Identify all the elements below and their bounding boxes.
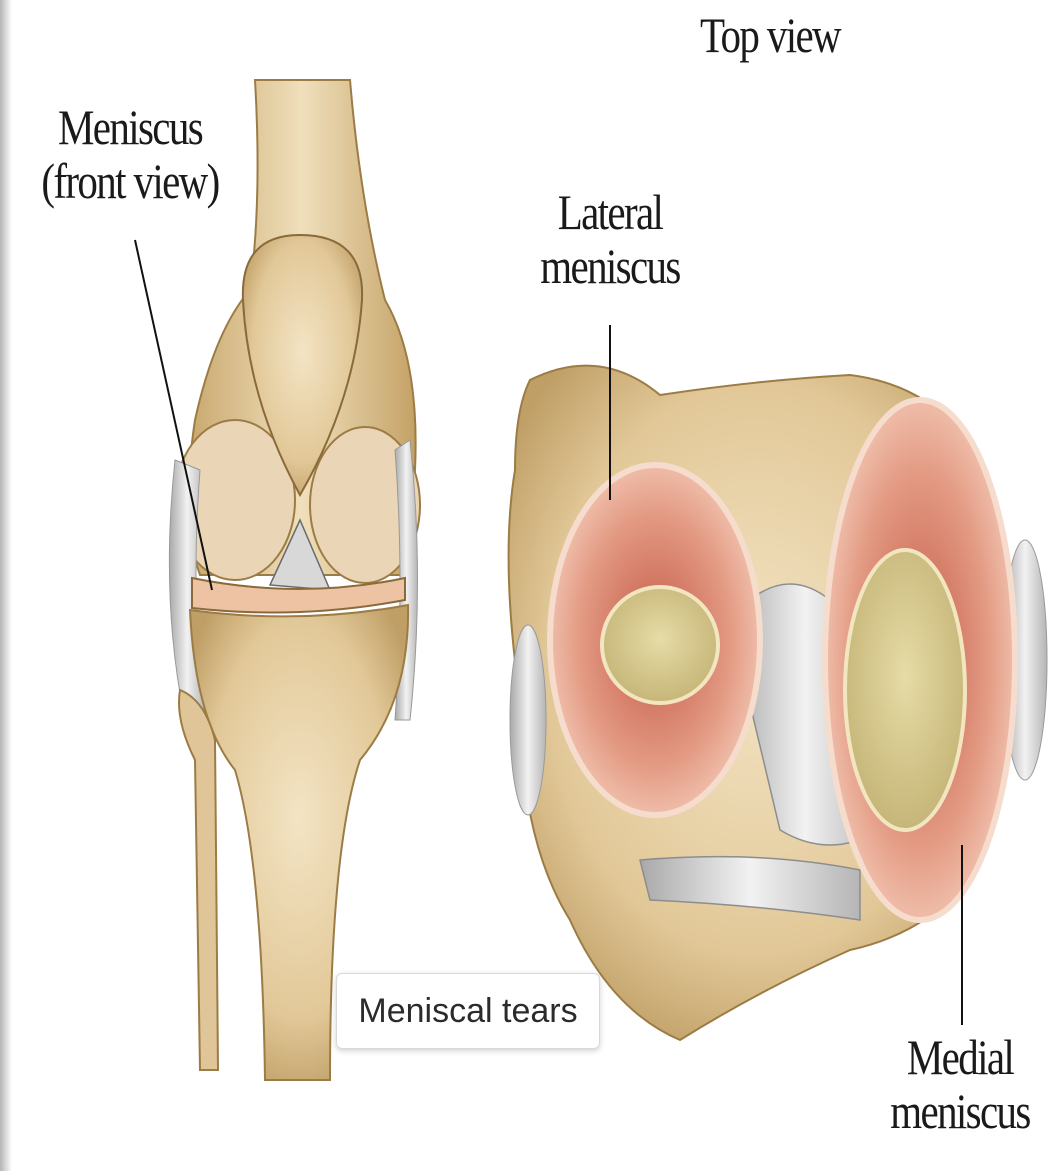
top-view-plateau (509, 366, 1047, 1040)
medial-meniscus-label: Medial meniscus (878, 1030, 1042, 1138)
top-view-label: Top view (672, 8, 869, 62)
meniscus-front-view-label: Meniscus (front view) (32, 100, 229, 208)
lateral-line2: meniscus (520, 239, 700, 293)
meniscus-front-line2: (front view) (32, 154, 229, 208)
medial-line2: meniscus (878, 1084, 1042, 1138)
front-view-knee (169, 80, 420, 1080)
lateral-collateral-top (510, 625, 546, 815)
lateral-meniscus (550, 465, 760, 815)
fibula (179, 690, 218, 1070)
lateral-articular-cartilage (602, 587, 718, 703)
medial-articular-cartilage (845, 550, 965, 830)
tooltip-text: Meniscal tears (358, 992, 577, 1031)
lateral-meniscus-label: Lateral meniscus (520, 185, 700, 293)
medial-line1: Medial (878, 1030, 1042, 1084)
meniscus-front-line1: Meniscus (32, 100, 229, 154)
medial-meniscus (825, 400, 1015, 920)
lateral-line1: Lateral (520, 185, 700, 239)
meniscal-tears-tooltip: Meniscal tears (336, 973, 600, 1049)
